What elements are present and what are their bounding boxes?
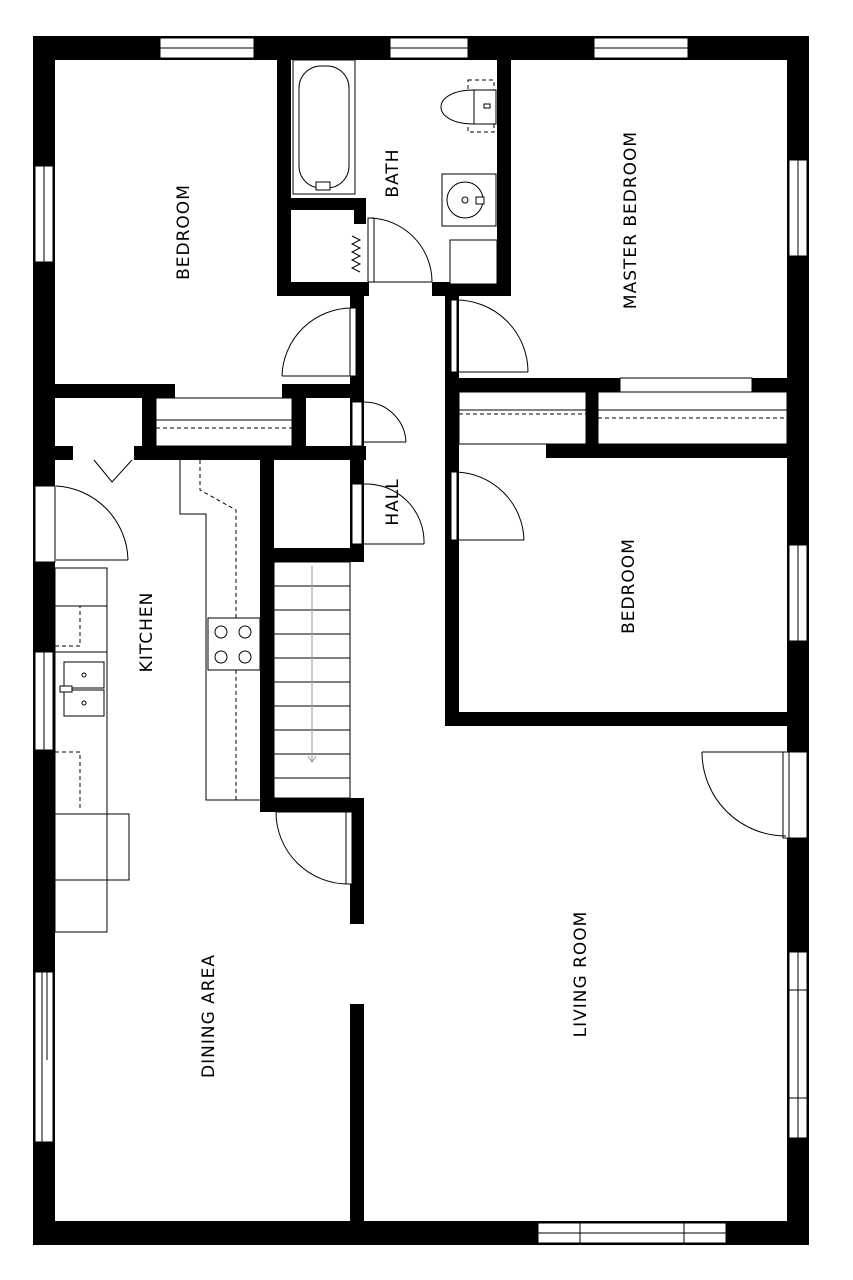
room-label-living-room: LIVING ROOM bbox=[571, 911, 591, 1038]
doors bbox=[34, 217, 790, 885]
room-label-dining-area: DINING AREA bbox=[199, 954, 219, 1078]
room-label-master-bedroom: MASTER BEDROOM bbox=[621, 131, 641, 309]
toilet bbox=[440, 79, 497, 133]
closets bbox=[155, 377, 788, 447]
room-label-bedroom-right: BEDROOM bbox=[619, 538, 639, 634]
interior-walls bbox=[33, 58, 789, 1224]
bathtub bbox=[292, 59, 356, 195]
room-label-hall: HALL bbox=[383, 478, 403, 525]
windows bbox=[34, 37, 808, 1244]
stairs bbox=[273, 561, 351, 799]
kitchen-counters bbox=[54, 460, 261, 933]
room-label-bedroom-top-left: BEDROOM bbox=[174, 184, 194, 280]
room-label-kitchen: KITCHEN bbox=[137, 592, 157, 673]
room-label-bath: BATH bbox=[383, 148, 403, 197]
sink bbox=[441, 173, 498, 285]
room-labels: BEDROOM BATH MASTER BEDROOM HALL KITCHEN… bbox=[137, 131, 641, 1078]
